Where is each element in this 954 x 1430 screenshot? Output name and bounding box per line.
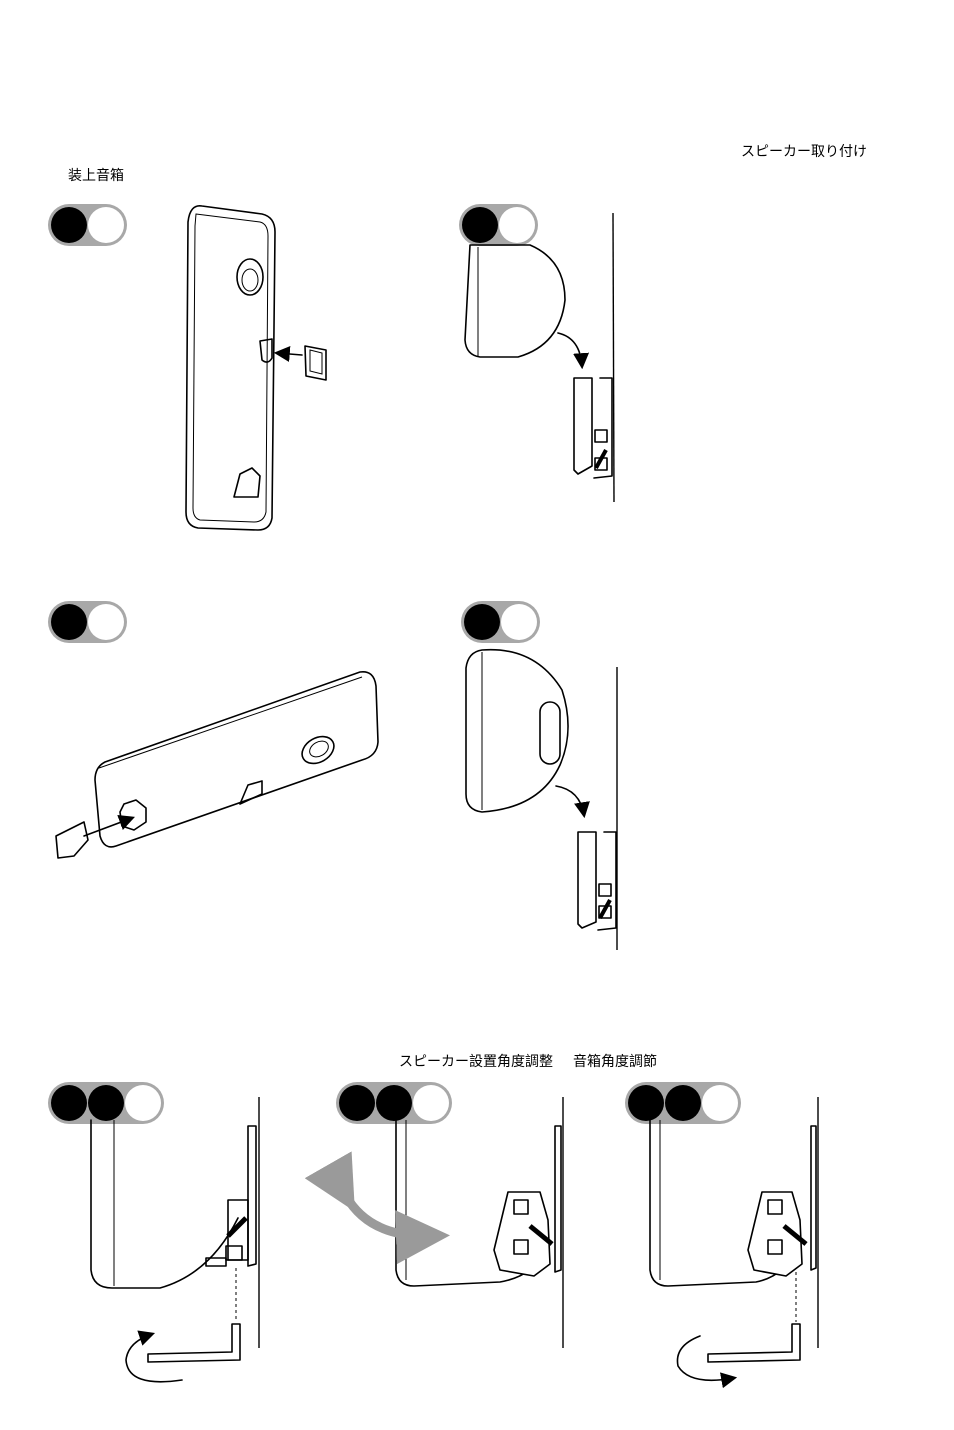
step-6-indicator	[336, 1082, 452, 1124]
keyhole-mount-hole-icon	[297, 731, 338, 769]
step-dot-filled	[51, 604, 87, 640]
step-dot-filled	[51, 207, 87, 243]
step-dot-filled	[464, 604, 500, 640]
step-dot-filled	[376, 1085, 412, 1121]
tilt-arrow-icon	[346, 1196, 432, 1236]
step-dot-empty	[413, 1085, 449, 1121]
step-dot-empty	[702, 1085, 738, 1121]
step-dot-filled	[88, 1085, 124, 1121]
hex-key-icon	[148, 1324, 240, 1362]
step-dot-empty	[125, 1085, 161, 1121]
step-dot-empty	[88, 604, 124, 640]
panel-2-hang-vertical	[465, 213, 614, 502]
step-5-indicator	[48, 1082, 164, 1124]
step-dot-filled	[462, 207, 498, 243]
step-dot-empty	[88, 207, 124, 243]
step-dot-filled	[665, 1085, 701, 1121]
panel-1-speaker-back	[186, 206, 326, 530]
keyhole-mount-hole-icon	[237, 259, 263, 295]
panel-5-loosen-screw	[91, 1097, 259, 1382]
step-1-indicator	[48, 204, 127, 246]
panel-7-tighten-screw	[650, 1097, 818, 1380]
step-indicators	[48, 204, 741, 1124]
step-2-indicator	[459, 204, 538, 246]
step-dot-empty	[499, 207, 535, 243]
step-dot-filled	[339, 1085, 375, 1121]
panel-3-speaker-horizontal	[56, 672, 378, 858]
step-dot-filled	[628, 1085, 664, 1121]
step-dot-filled	[51, 1085, 87, 1121]
step-4-indicator	[461, 601, 540, 643]
step-dot-empty	[501, 604, 537, 640]
step-3-indicator	[48, 601, 127, 643]
step-7-indicator	[625, 1082, 741, 1124]
hex-key-icon	[708, 1324, 800, 1362]
panel-4-hang-horizontal	[466, 650, 617, 950]
panel-6-adjust-angle	[346, 1097, 563, 1348]
